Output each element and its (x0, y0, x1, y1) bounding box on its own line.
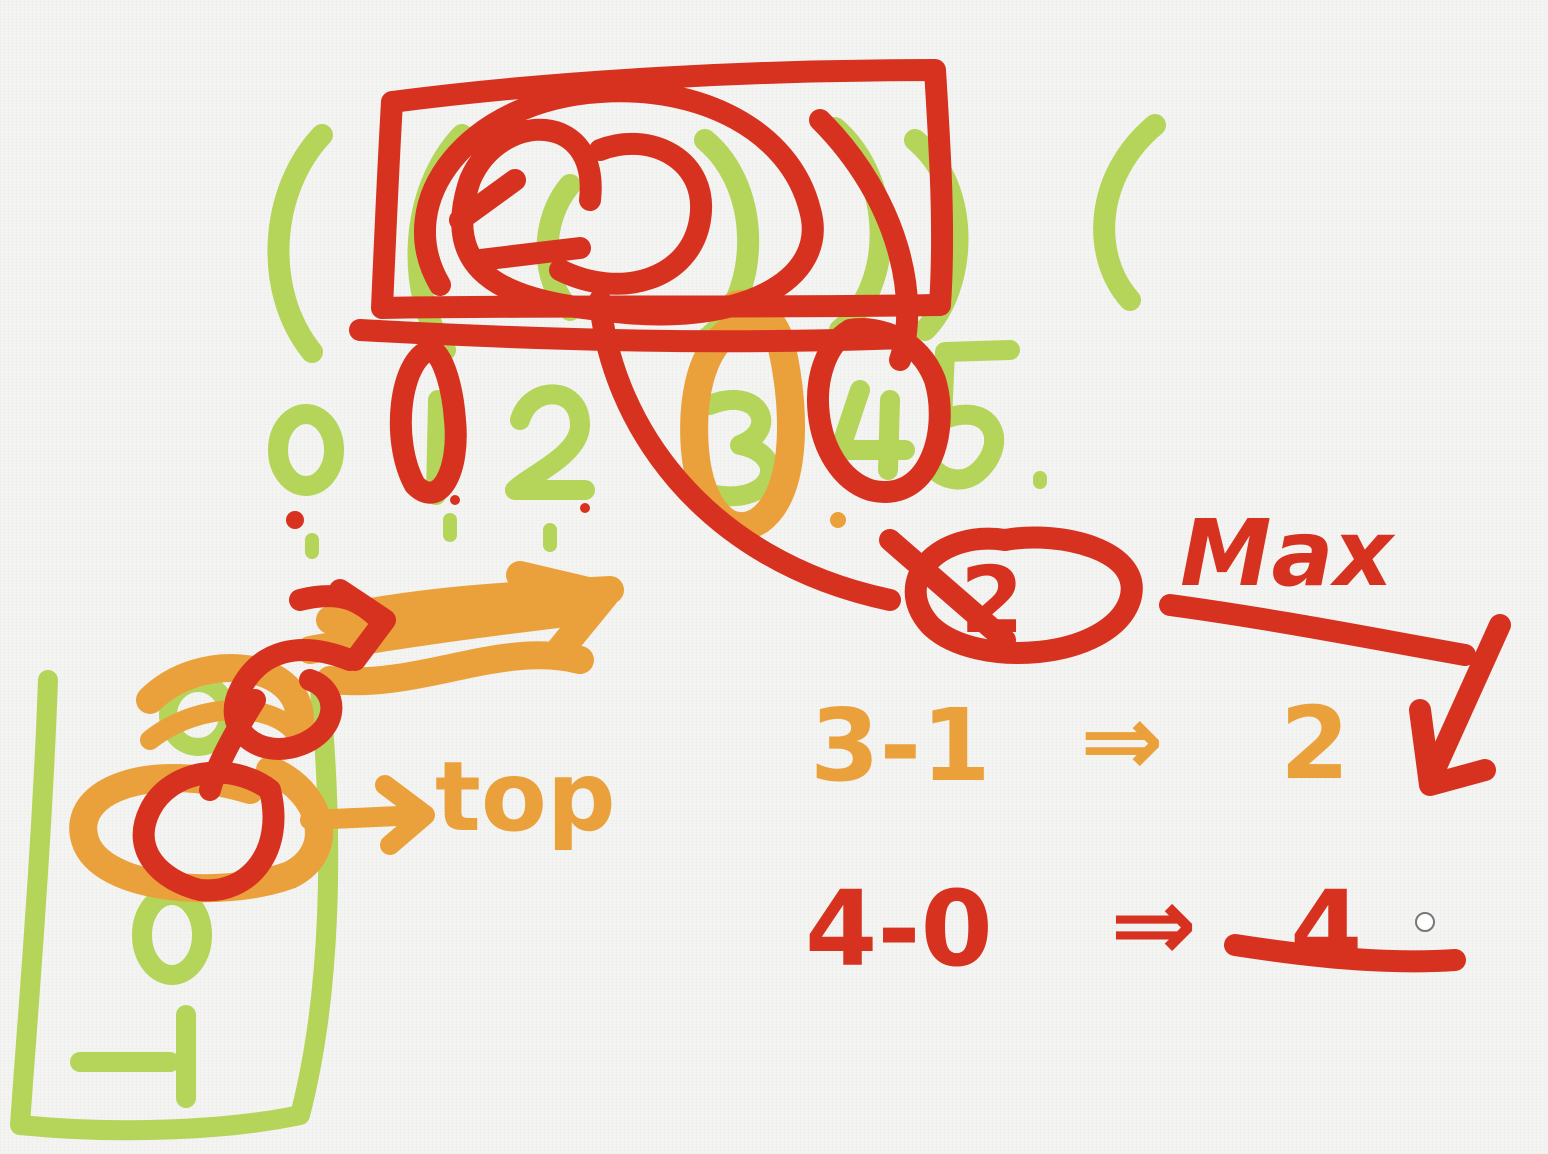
index-0-digit (268, 404, 344, 496)
circle-index-1 (389, 339, 467, 504)
window-scribble (413, 80, 824, 326)
calc-1-left: 3-1 (810, 687, 991, 804)
calc-1-arrow: ⇒ (1080, 682, 1164, 799)
max-label: Max (1180, 500, 1396, 607)
orange-top-arrow (300, 775, 435, 855)
paren-0 (267, 124, 333, 363)
red-marks (132, 59, 1511, 973)
stylus-cursor-icon (1415, 912, 1435, 932)
max-to-result-arrow (1409, 614, 1511, 796)
stack-top-circle (132, 761, 285, 902)
calc-2-arrow: ⇒ (1110, 863, 1197, 985)
stack-slot-0-digit (132, 885, 212, 985)
stack-top-label: top (435, 741, 616, 853)
max-underline (1159, 594, 1476, 666)
result-underline (1224, 934, 1466, 973)
stack-top-link (199, 689, 266, 801)
index-4-digit (830, 380, 915, 480)
index-2-digit (505, 384, 595, 500)
stack-slot-minus1-digit (70, 1005, 196, 1108)
calc-2-right: 4 (1290, 868, 1362, 990)
index-5-digit (925, 340, 1020, 490)
paren-6 (1093, 114, 1166, 311)
index-3-digit (700, 390, 780, 507)
calc-2-left: 4-0 (805, 868, 993, 990)
answer-circle-tail (879, 529, 1016, 651)
index-row (268, 340, 1047, 559)
calc-1-right: 2 (1280, 685, 1350, 802)
circled-value: 2 (960, 547, 1024, 654)
text-layer: 2 Max top 3-1 ⇒ 2 4-0 ⇒ 4 (435, 500, 1396, 990)
red-arrow-head (329, 579, 396, 671)
orange-arrow-head (506, 561, 619, 664)
index-dots (305, 471, 1047, 559)
window-rectangle (371, 59, 954, 319)
circle-index-4 (807, 318, 951, 503)
window-baseline (349, 319, 916, 353)
